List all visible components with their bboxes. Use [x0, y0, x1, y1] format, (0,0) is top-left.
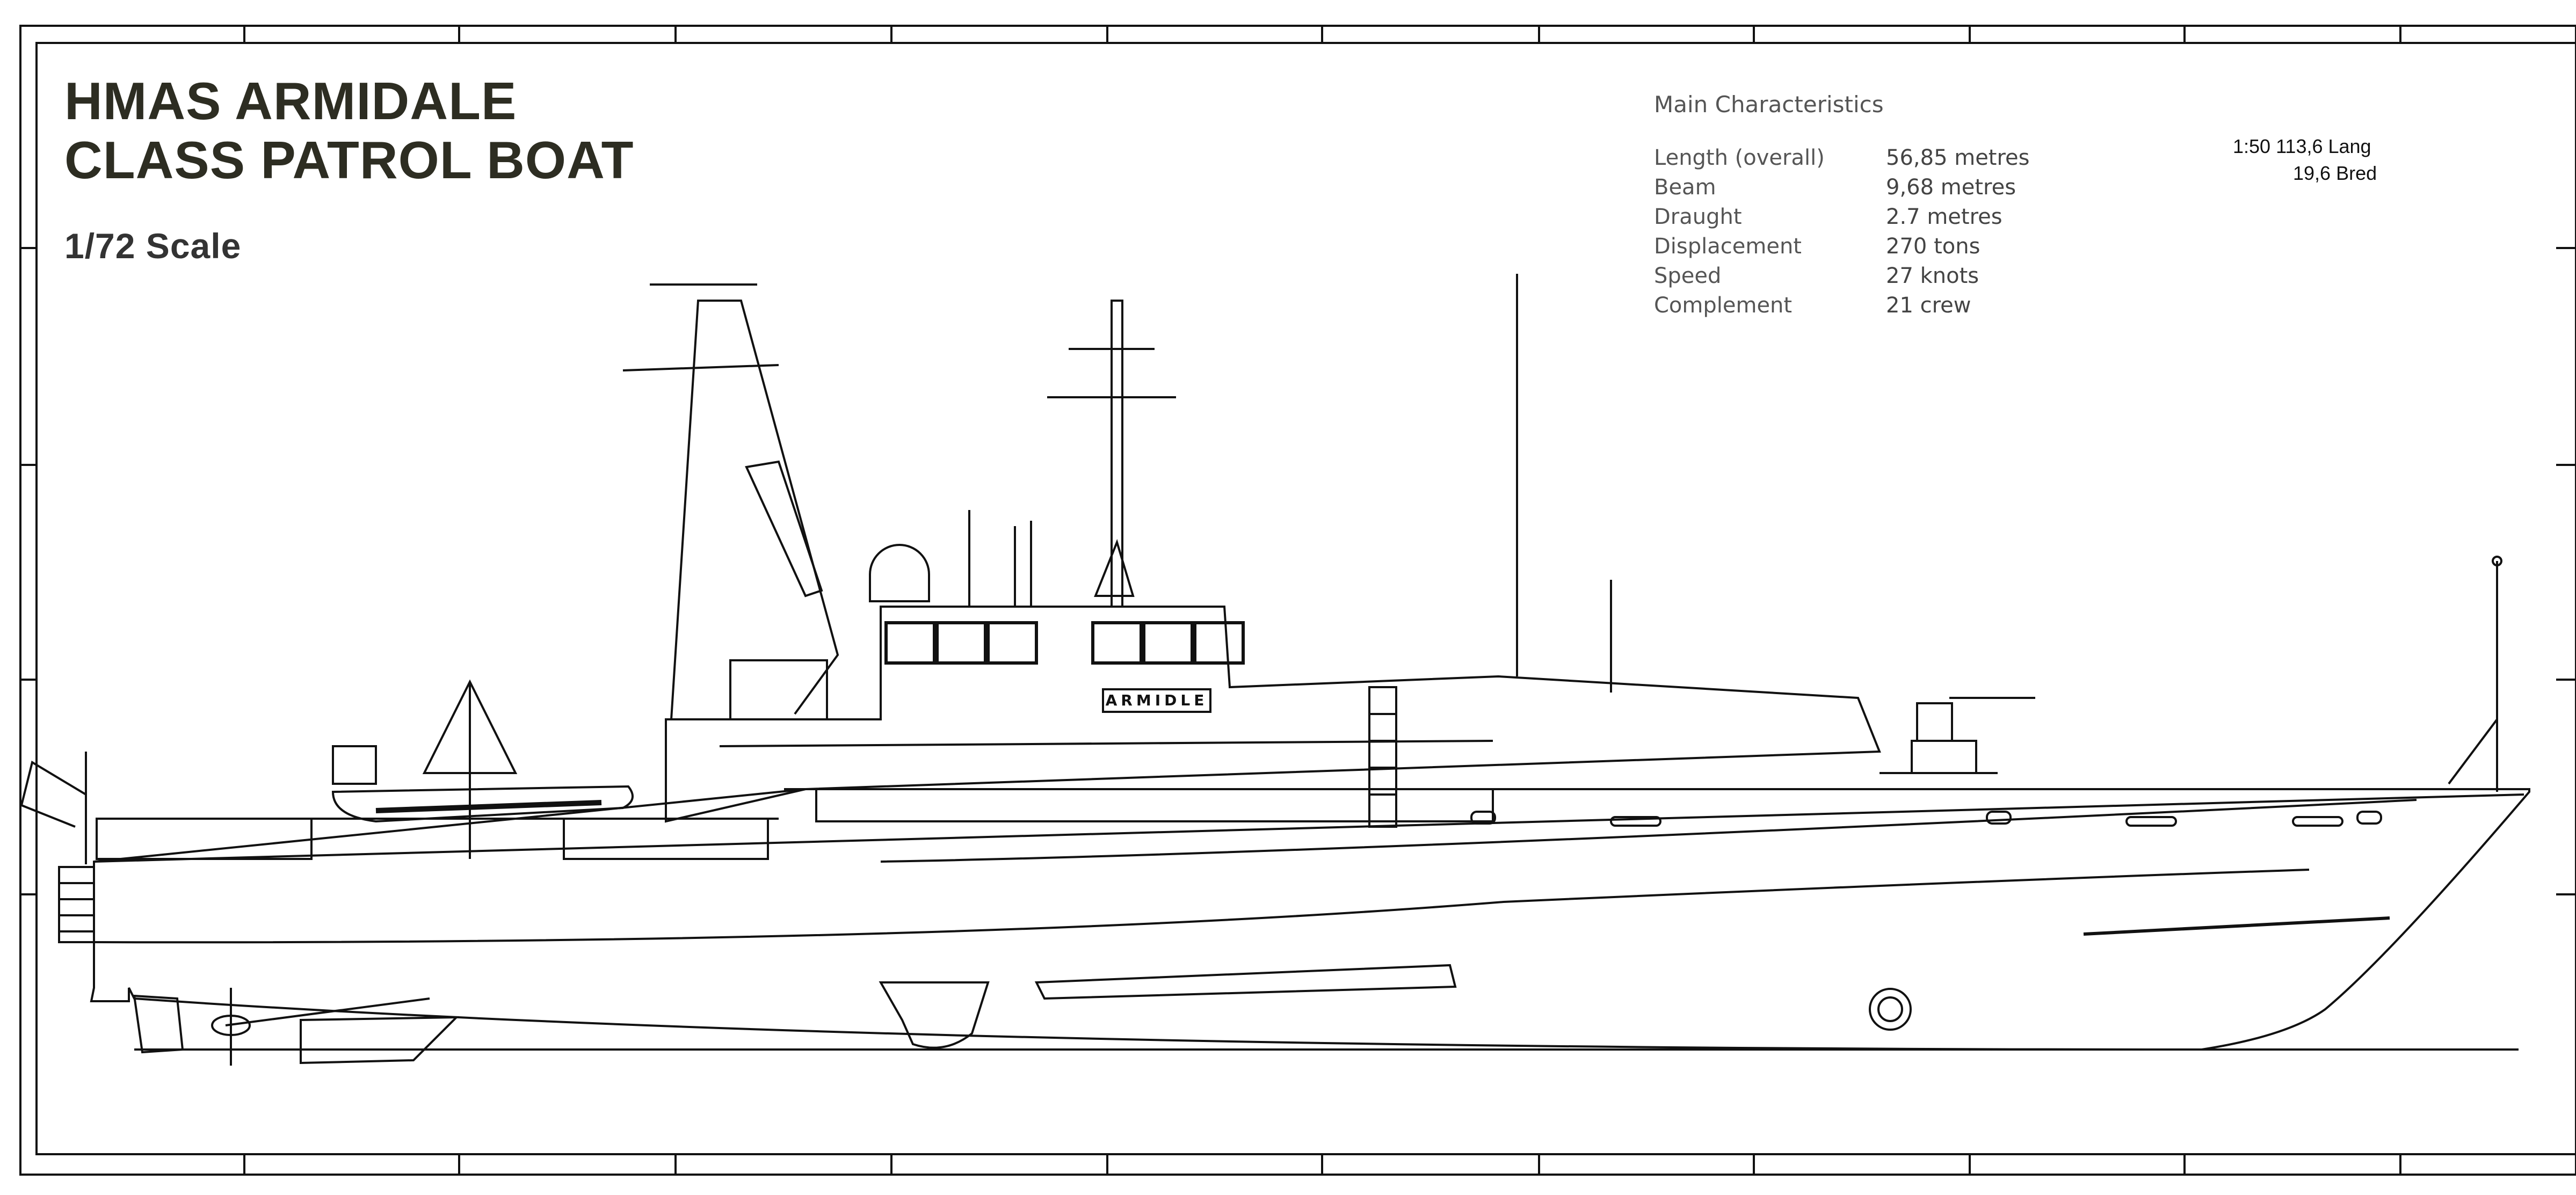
aft-mast — [670, 300, 839, 720]
ship-name-plate: ARMIDLE — [1102, 688, 1211, 713]
rudder — [133, 994, 184, 1054]
spec-value: 56,85 metres — [1886, 145, 2030, 170]
main-characteristics: Main Characteristics Length (overall) 56… — [1654, 91, 2030, 320]
scale-note: 1:50 113,6 Lang 19,6 Bred — [2233, 135, 2377, 185]
ensign — [20, 760, 87, 828]
hull-stripe — [2083, 916, 2390, 936]
bow-thruster — [879, 981, 990, 1049]
spec-label: Beam — [1654, 175, 1716, 200]
drawing-frame — [19, 25, 2576, 1176]
spec-value: 21 crew — [1886, 293, 1971, 318]
radome — [869, 544, 930, 602]
propeller-shaft — [225, 997, 430, 1026]
spec-value: 27 knots — [1886, 264, 1979, 288]
portholes — [1470, 811, 2382, 827]
spec-value: 270 tons — [1886, 234, 1980, 259]
frame-ticks — [20, 26, 2576, 1175]
hull-outline — [90, 788, 2530, 1051]
spec-row: Displacement 270 tons — [1654, 232, 2030, 261]
spec-row: Complement 21 crew — [1654, 291, 2030, 320]
spec-label: Speed — [1654, 264, 1722, 288]
spec-value: 2.7 metres — [1886, 205, 2002, 229]
fore-mast — [1111, 300, 1123, 607]
bridge-windows — [884, 621, 1245, 665]
scale-note-line1: 1:50 113,6 Lang — [2233, 135, 2371, 157]
spec-label: Complement — [1654, 293, 1793, 318]
rhib — [331, 785, 634, 823]
skeg — [300, 1016, 459, 1065]
spec-row: Speed 27 knots — [1654, 261, 2030, 291]
spec-label: Length (overall) — [1654, 145, 1825, 170]
scale-note-line2: 19,6 Bred — [2293, 162, 2377, 184]
ship-profile — [20, 274, 2530, 1066]
spec-label: Displacement — [1654, 234, 1802, 259]
spec-row: Length (overall) 56,85 metres — [1654, 143, 2030, 173]
spec-value: 9,68 metres — [1886, 175, 2016, 200]
drawing-scale: 1/72 Scale — [64, 226, 242, 266]
drawing-title-line1: HMAS ARMIDALE — [64, 71, 517, 130]
spec-label: Draught — [1654, 205, 1742, 229]
crest — [1869, 988, 1912, 1031]
deck-gun — [1880, 697, 2035, 774]
specs-heading: Main Characteristics — [1654, 91, 1884, 118]
spec-row: Beam 9,68 metres — [1654, 173, 2030, 202]
drawing-title-line2: CLASS PATROL BOAT — [64, 130, 634, 190]
spec-row: Draught 2.7 metres — [1654, 202, 2030, 232]
